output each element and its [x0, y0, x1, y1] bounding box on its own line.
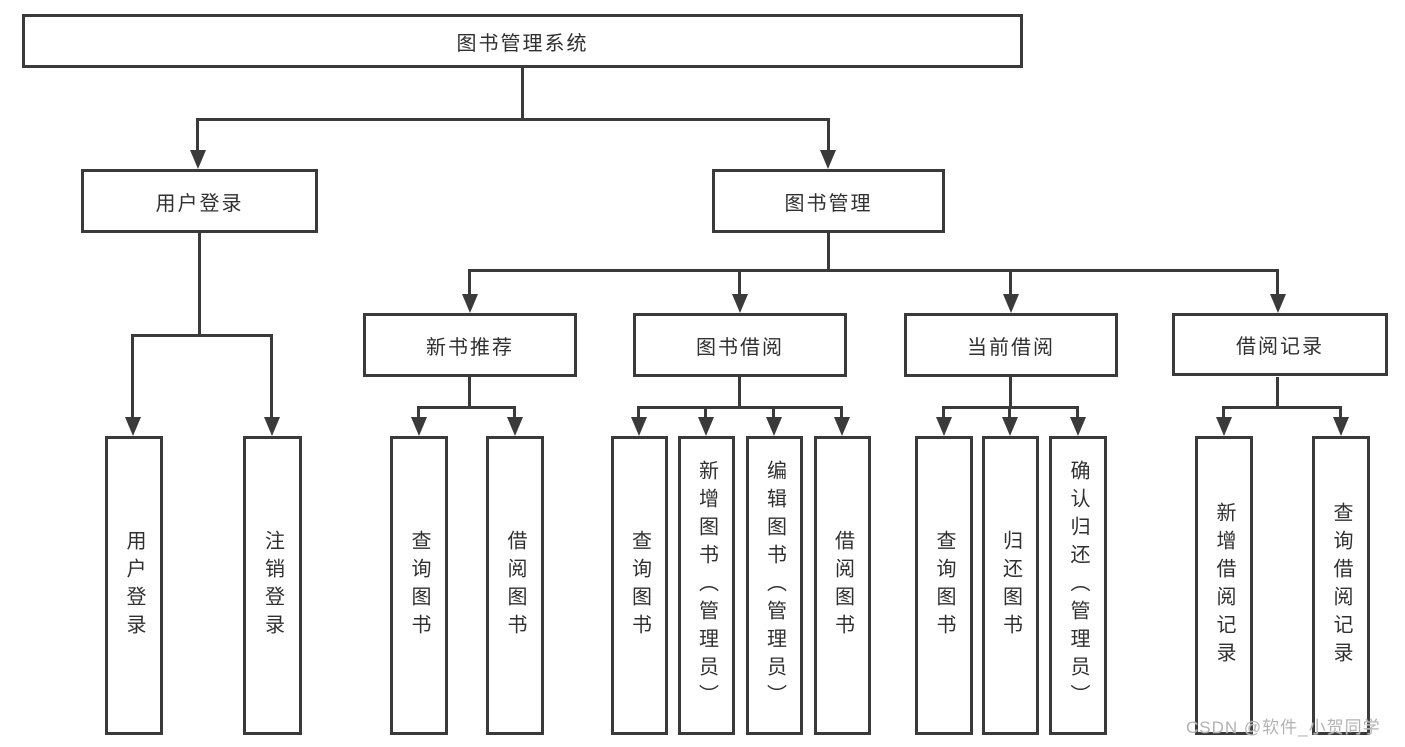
node-user-login: 用户登录 — [81, 169, 318, 233]
connector-line — [513, 406, 516, 419]
connector-line — [468, 269, 1279, 272]
connector-line — [1009, 269, 1012, 296]
leaf-bb-add-book: 新增图书（管理员） — [678, 436, 735, 735]
arrow-down-icon — [1333, 417, 1349, 436]
connector-line — [417, 406, 516, 409]
leaf-user-login: 用户登录 — [105, 436, 163, 735]
arrow-down-icon — [732, 294, 748, 313]
node-root: 图书管理系统 — [22, 14, 1023, 68]
arrow-down-icon — [698, 417, 714, 436]
arrow-down-icon — [264, 417, 280, 436]
arrow-down-icon — [462, 294, 478, 313]
node-current-borrowing-label: 当前借阅 — [967, 336, 1055, 359]
connector-line — [1276, 377, 1279, 409]
arrow-down-icon — [936, 417, 952, 436]
arrow-down-icon — [411, 417, 427, 436]
connector-line — [1276, 269, 1279, 296]
arrow-down-icon — [631, 417, 647, 436]
leaf-bb-add-book-label: 新增图书（管理员） — [695, 459, 718, 712]
arrow-down-icon — [1003, 294, 1019, 313]
node-new-book-recommend-label: 新书推荐 — [426, 336, 514, 359]
connector-line — [738, 377, 741, 409]
connector-line — [704, 406, 707, 419]
connector-line — [738, 269, 741, 296]
connector-line — [417, 406, 420, 419]
connector-line — [840, 406, 843, 419]
connector-line — [637, 406, 843, 409]
connector-line — [1222, 406, 1342, 409]
node-borrowing-records: 借阅记录 — [1172, 313, 1388, 376]
csdn-watermark: CSDN @软件_小贺同学 — [1186, 718, 1381, 737]
node-user-login-label: 用户登录 — [155, 192, 244, 215]
connector-line — [827, 233, 830, 272]
leaf-br-add-record: 新增借阅记录 — [1195, 436, 1253, 735]
leaf-rec-borrow-book: 借阅图书 — [486, 436, 544, 735]
arrow-down-icon — [125, 417, 141, 436]
connector-line — [196, 118, 199, 152]
node-book-management-label: 图书管理 — [784, 192, 873, 215]
leaf-rec-borrow-book-label: 借阅图书 — [504, 529, 526, 642]
connector-line — [131, 334, 273, 337]
node-book-borrowing-label: 图书借阅 — [696, 336, 784, 359]
leaf-rec-query-book: 查询图书 — [390, 436, 448, 735]
arrow-down-icon — [507, 417, 523, 436]
leaf-cb-confirm-return: 确认归还（管理员） — [1049, 436, 1107, 735]
leaf-cb-confirm-return-label: 确认归还（管理员） — [1067, 459, 1089, 712]
arrow-down-icon — [1216, 417, 1232, 436]
leaf-logout-label: 注销登录 — [261, 529, 284, 642]
connector-line — [1222, 406, 1225, 419]
connector-line — [1008, 406, 1011, 419]
arrow-down-icon — [766, 417, 782, 436]
arrow-down-icon — [1270, 294, 1286, 313]
connector-line — [827, 118, 830, 152]
leaf-br-add-record-label: 新增借阅记录 — [1213, 501, 1235, 670]
connector-line — [942, 406, 945, 419]
connector-line — [196, 118, 830, 121]
leaf-br-query-record-label: 查询借阅记录 — [1330, 501, 1352, 670]
node-current-borrowing: 当前借阅 — [904, 313, 1118, 377]
node-root-label: 图书管理系统 — [456, 32, 589, 55]
leaf-cb-return-book: 归还图书 — [982, 436, 1039, 735]
arrow-down-icon — [834, 417, 850, 436]
connector-line — [1009, 377, 1012, 409]
connector-line — [1076, 406, 1079, 419]
node-borrowing-records-label: 借阅记录 — [1236, 336, 1324, 358]
leaf-user-login-label: 用户登录 — [123, 529, 145, 642]
connector-line — [521, 68, 524, 121]
leaf-rec-query-book-label: 查询图书 — [408, 529, 430, 642]
connector-line — [198, 233, 201, 337]
leaf-bb-query-book: 查询图书 — [611, 436, 668, 735]
leaf-bb-edit-book-label: 编辑图书（管理员） — [763, 459, 786, 712]
connector-line — [270, 334, 273, 419]
connector-line — [131, 334, 134, 419]
connector-line — [772, 406, 775, 419]
connector-line — [1339, 406, 1342, 419]
leaf-bb-query-book-label: 查询图书 — [628, 529, 651, 642]
node-book-borrowing: 图书借阅 — [633, 313, 847, 377]
leaf-br-query-record: 查询借阅记录 — [1312, 436, 1370, 735]
leaf-cb-return-book-label: 归还图书 — [999, 529, 1022, 642]
connector-line — [468, 377, 471, 409]
leaf-bb-edit-book: 编辑图书（管理员） — [746, 436, 803, 735]
leaf-bb-borrow-book-label: 借阅图书 — [831, 529, 854, 642]
arrow-down-icon — [1070, 417, 1086, 436]
connector-line — [468, 269, 471, 296]
connector-line — [637, 406, 640, 419]
node-book-management: 图书管理 — [712, 169, 945, 233]
leaf-bb-borrow-book: 借阅图书 — [814, 436, 871, 735]
leaf-cb-query-book-label: 查询图书 — [933, 529, 955, 642]
arrow-down-icon — [1002, 417, 1018, 436]
arrow-down-icon — [820, 150, 836, 169]
node-new-book-recommend: 新书推荐 — [363, 313, 577, 377]
leaf-logout: 注销登录 — [243, 436, 302, 735]
arrow-down-icon — [190, 150, 206, 169]
leaf-cb-query-book: 查询图书 — [915, 436, 973, 735]
